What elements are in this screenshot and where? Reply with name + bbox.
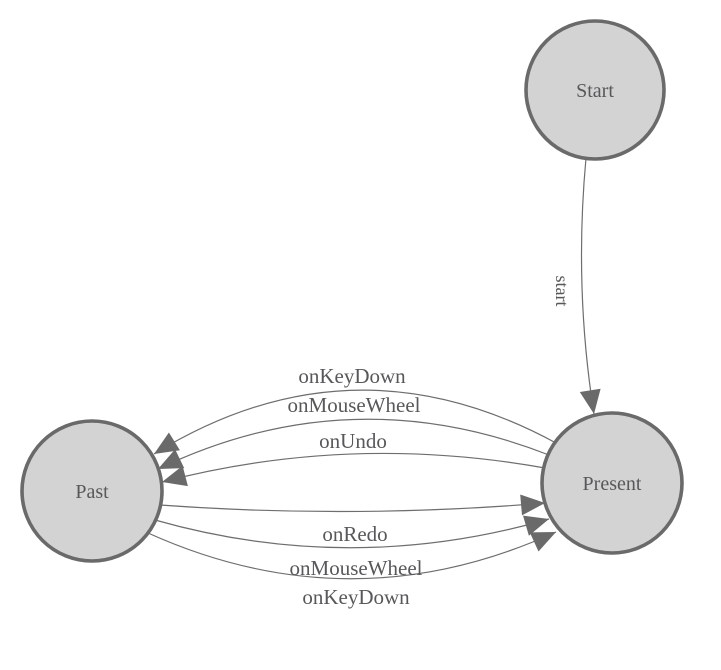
arrowhead-onmousewheel-at-present (523, 515, 549, 536)
edge-label-onundo: onUndo (319, 429, 387, 453)
edge-present-to-past-onundo (161, 452, 546, 483)
node-present-circle (540, 411, 684, 555)
edge-label-onkeydown-top: onKeyDown (298, 364, 406, 388)
arrowhead-onmousewheel-at-past (158, 449, 185, 469)
node-start-circle (524, 19, 666, 161)
edge-present-to-past-onmousewheel (157, 418, 550, 470)
node-past: Past (20, 419, 164, 563)
node-past-circle (20, 419, 164, 563)
arrowhead-start-to-present (579, 388, 601, 414)
edge-start-to-present (580, 157, 595, 415)
node-start-label: Start (576, 80, 614, 102)
arrowhead-onkeydown-at-past (154, 432, 180, 454)
arrowhead-onundo-at-past (162, 465, 188, 487)
edge-group (147, 157, 595, 580)
edge-label-group: start onKeyDown onMouseWheel onUndo onRe… (288, 276, 572, 610)
edge-past-to-present-onredo (159, 502, 546, 513)
node-past-label: Past (75, 481, 109, 503)
node-start: Start (524, 19, 666, 161)
arrowhead-group (154, 388, 601, 552)
node-present-label: Present (583, 473, 642, 495)
edge-past-to-present-onmousewheel (154, 518, 550, 549)
arrowhead-onkeydown-at-present (529, 532, 556, 552)
edge-past-to-present-onkeydown (147, 531, 557, 580)
node-present: Present (540, 411, 684, 555)
edge-present-to-past-onkeydown (153, 389, 557, 455)
arrowhead-onredo-at-present (520, 494, 545, 516)
edge-label-onredo: onRedo (322, 522, 387, 546)
edge-label-onkeydown-bottom: onKeyDown (302, 585, 410, 609)
edge-label-onmousewheel-bottom: onMouseWheel (290, 556, 423, 580)
edge-label-onmousewheel-top: onMouseWheel (288, 393, 421, 417)
edge-label-start: start (552, 276, 572, 307)
